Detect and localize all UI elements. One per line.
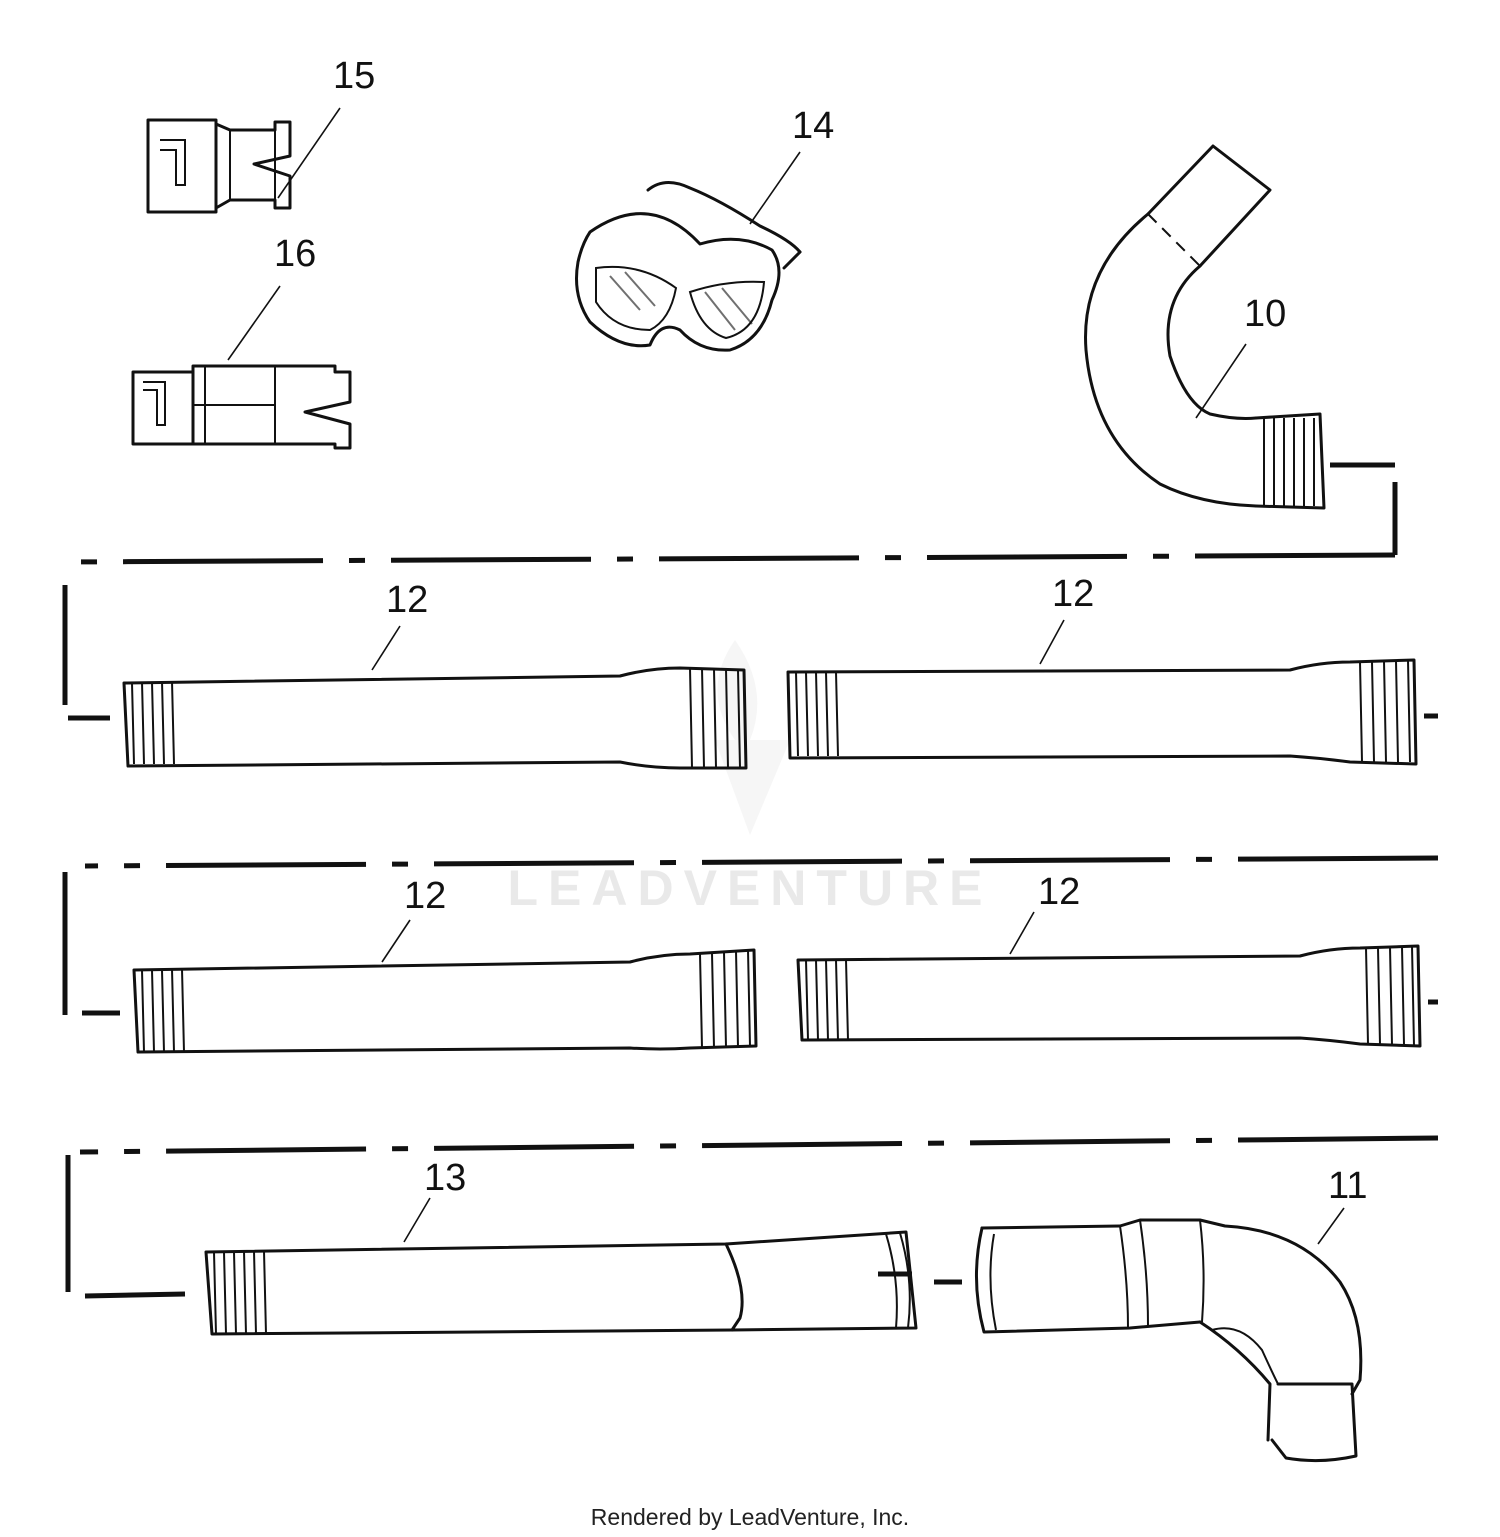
part-10-bent-tube[interactable]	[1084, 144, 1326, 510]
leader-13	[403, 1197, 431, 1243]
callout-12a: 12	[386, 579, 428, 621]
leader-16	[227, 285, 281, 361]
leader-10	[1195, 343, 1247, 419]
callout-11: 11	[1328, 1165, 1367, 1207]
part-13-tube[interactable]	[204, 1230, 918, 1336]
callout-15: 15	[333, 55, 375, 97]
leader-12a	[371, 625, 401, 671]
assembly-line-2	[62, 855, 1439, 1016]
callout-12d: 12	[1038, 871, 1080, 913]
part-12-tube-d[interactable]	[796, 944, 1422, 1048]
watermark-text: LEADVENTURE	[507, 860, 992, 916]
callout-16: 16	[274, 233, 316, 275]
part-14-safety-goggles-icon[interactable]	[575, 181, 802, 352]
assembly-line-1	[62, 462, 1398, 721]
callout-12b: 12	[1052, 573, 1094, 615]
callout-10: 10	[1244, 293, 1286, 335]
leader-15	[277, 107, 341, 199]
watermark-logo-icon	[715, 640, 790, 835]
callout-12c: 12	[404, 875, 446, 917]
part-12-tube-a[interactable]	[122, 666, 748, 770]
footer-credit: Rendered by LeadVenture, Inc.	[591, 1504, 909, 1530]
leader-12c	[381, 919, 411, 963]
leader-12d	[1009, 911, 1035, 955]
leader-14	[749, 151, 801, 225]
assembly-line-3	[65, 1135, 1439, 1299]
callout-14: 14	[792, 105, 834, 147]
callout-13: 13	[424, 1157, 466, 1199]
part-16-nozzle[interactable]	[131, 364, 352, 450]
part-12-tube-c[interactable]	[132, 948, 758, 1054]
part-11-elbow[interactable]	[974, 1218, 1363, 1463]
part-12-tube-b[interactable]	[786, 658, 1418, 766]
leader-12b	[1039, 619, 1065, 665]
leader-11	[1317, 1207, 1345, 1245]
part-15-nozzle[interactable]	[146, 118, 292, 214]
